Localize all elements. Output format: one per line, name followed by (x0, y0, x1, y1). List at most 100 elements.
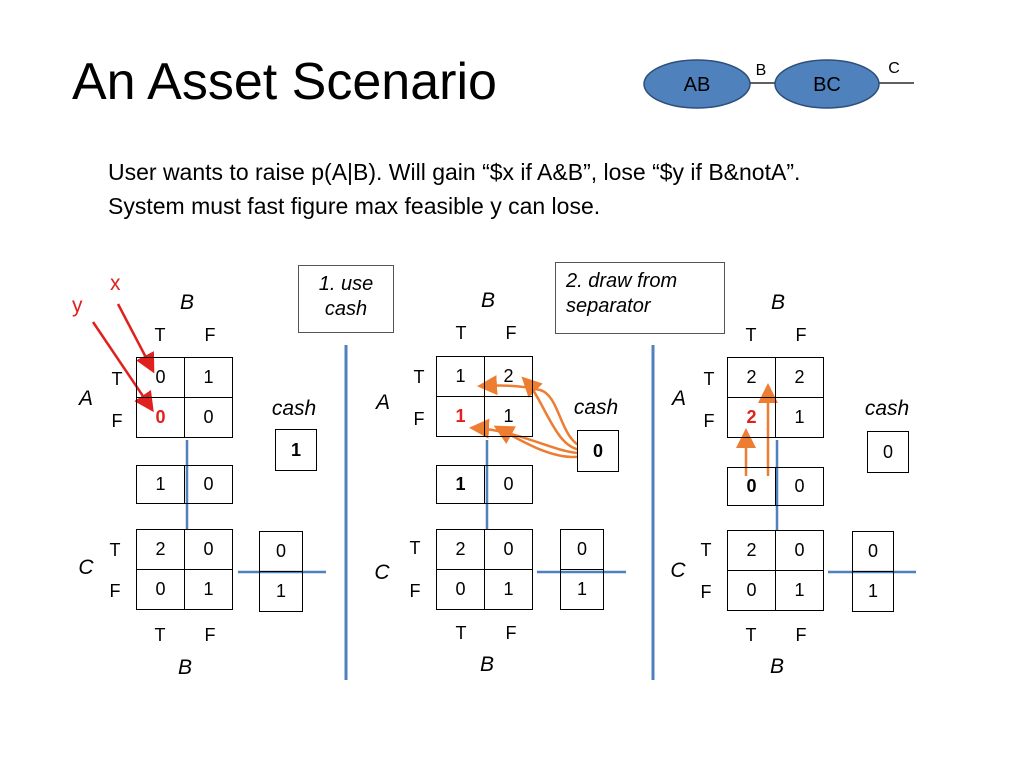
p1-ab-tt: 0 (136, 357, 185, 398)
network-node-ab-label: AB (684, 74, 711, 96)
step2-note-line2: separator (566, 295, 651, 317)
description-line-2: System must fast figure max feasible y c… (108, 193, 601, 219)
p3-bc-t-col-label: T (745, 625, 757, 645)
p3-c-t-row-label: T (700, 540, 712, 560)
p2-bc-ff: 1 (484, 569, 533, 610)
network-node-bc-label: BC (813, 74, 841, 96)
p1-bc-t-col-label: T (154, 625, 166, 645)
p2-ab-ff: 1 (484, 396, 533, 437)
p2-ab-ft: 1 (436, 396, 485, 437)
p3-cross-f: 1 (852, 571, 894, 612)
p3-bc-tf: 0 (775, 530, 824, 571)
p2-t-col-label: T (455, 323, 467, 343)
p2-b-top-label: B (480, 289, 495, 312)
p3-cross-t: 0 (852, 531, 894, 572)
p3-ab-tf: 2 (775, 357, 824, 398)
p1-b-top-label: B (179, 291, 194, 314)
p3-ab-ff: 1 (775, 397, 824, 438)
p2-bc-tf: 0 (484, 529, 533, 570)
p3-t-col-label: T (745, 325, 757, 345)
step2-note-line1: 2. draw from (566, 270, 678, 292)
x-annotation: x (110, 272, 121, 295)
step1-note: 1. use cash (298, 265, 394, 333)
p2-bc-tt: 2 (436, 529, 485, 570)
p1-bc-tf: 0 (184, 529, 233, 570)
p2-bc-t-col-label: T (455, 623, 467, 643)
network-node-bc (774, 59, 880, 109)
p2-bc-f-col-label: F (505, 623, 517, 643)
p2-a-label: A (375, 391, 390, 414)
p3-cash-label: cash (864, 397, 910, 420)
p1-cross-table: 0 1 (259, 531, 303, 612)
p1-bc-f-col-label: F (204, 625, 216, 645)
p1-sep-t: 1 (136, 465, 185, 504)
p1-c-f-row-label: F (109, 581, 121, 601)
p3-ab-ft: 2 (727, 397, 776, 438)
p1-sep-f: 0 (184, 465, 233, 504)
p1-t-col-label: T (154, 325, 166, 345)
p3-c-label: C (670, 559, 686, 582)
p3-sep-f: 0 (775, 467, 824, 506)
p3-f-row-label: F (703, 411, 715, 431)
p3-t-row-label: T (703, 369, 715, 389)
p2-t-row-label: T (413, 367, 425, 387)
p1-bc-ft: 0 (136, 569, 185, 610)
page-title: An Asset Scenario (72, 53, 497, 111)
p2-cross-table: 0 1 (560, 529, 604, 610)
p3-bc-ff: 1 (775, 570, 824, 611)
p2-f-col-label: F (505, 323, 517, 343)
p1-bc-tt: 2 (136, 529, 185, 570)
description-line-1: User wants to raise p(A|B). Will gain “$… (108, 159, 801, 185)
p1-f-row-label: F (111, 411, 123, 431)
network-separator-label: B (755, 62, 767, 79)
p1-f-col-label: F (204, 325, 216, 345)
p3-cross-table: 0 1 (852, 531, 894, 612)
p2-b-bottom-label: B (479, 653, 494, 676)
p1-ab-ft: 0 (136, 397, 185, 438)
p3-b-top-label: B (770, 291, 785, 314)
p1-cash-box: 1 (275, 429, 317, 471)
p3-bc-tt: 2 (727, 530, 776, 571)
p1-a-label: A (78, 387, 93, 410)
p2-c-label: C (374, 561, 390, 584)
p1-b-bottom-label: B (177, 656, 192, 679)
p3-c-f-row-label: F (700, 582, 712, 602)
p3-cash-box: 0 (867, 431, 909, 473)
p1-t-row-label: T (111, 369, 123, 389)
p2-sep-f: 0 (484, 465, 533, 504)
network-tail-label: C (888, 60, 900, 77)
p2-cash-label: cash (573, 396, 619, 419)
p3-b-bottom-label: B (769, 655, 784, 678)
p2-sep-t: 1 (436, 465, 485, 504)
p1-ab-ff: 0 (184, 397, 233, 438)
p3-ab-tt: 2 (727, 357, 776, 398)
p3-bc-ft: 0 (727, 570, 776, 611)
y-annotation: y (72, 294, 83, 317)
p1-cash-label: cash (271, 397, 317, 420)
step1-note-line1: 1. use (318, 273, 374, 295)
p3-a-label: A (671, 387, 686, 410)
step1-note-line2: cash (324, 298, 368, 320)
p2-cash-box: 0 (577, 430, 619, 472)
p2-c-f-row-label: F (409, 581, 421, 601)
p2-ab-tf: 2 (484, 356, 533, 397)
p2-c-t-row-label: T (409, 538, 421, 558)
p3-sep-t: 0 (727, 467, 776, 506)
p1-cross-f: 1 (259, 571, 303, 612)
p1-c-t-row-label: T (109, 540, 121, 560)
p3-f-col-label: F (795, 325, 807, 345)
p2-ab-tt: 1 (436, 356, 485, 397)
p1-bc-ff: 1 (184, 569, 233, 610)
p1-cross-t: 0 (259, 531, 303, 572)
p2-cross-f: 1 (560, 569, 604, 610)
p2-bc-ft: 0 (436, 569, 485, 610)
